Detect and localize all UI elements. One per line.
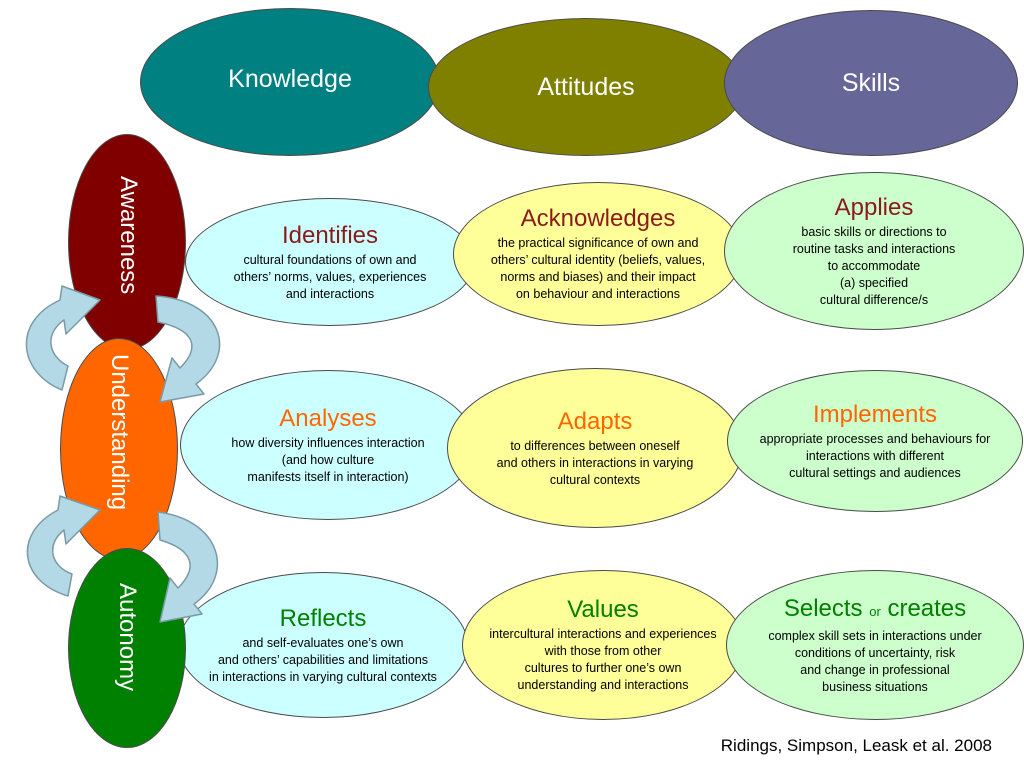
header-attitudes: Attitudes (428, 18, 744, 156)
creates-word: creates (887, 594, 967, 622)
cell-identifies-title: Identifies (281, 221, 379, 249)
arrow-down-understanding (155, 295, 221, 403)
cell-values: Values intercultural interactions and ex… (462, 570, 744, 720)
cell-selects-or-creates-title: Selects or creates (784, 595, 966, 626)
header-knowledge: Knowledge (140, 8, 440, 156)
cell-values-title: Values (567, 596, 639, 623)
arrow-down-autonomy (157, 511, 219, 623)
citation: Ridings, Simpson, Leask et al. 2008 (720, 736, 992, 755)
cell-identifies: Identifies cultural foundations of own a… (185, 198, 475, 326)
cell-selects-or-creates-desc: complex skill sets in interactions under… (768, 628, 982, 694)
selects-word: Selects (783, 594, 863, 622)
cell-reflects-desc: and self-evaluates one’s own and others’… (209, 635, 437, 684)
header-attitudes-label: Attitudes (537, 72, 635, 101)
header-skills: Skills (724, 10, 1018, 156)
cell-reflects: Reflects and self-evaluates one’s own an… (178, 572, 468, 718)
level-understanding-label: Understanding (106, 354, 133, 511)
cell-implements-title: Implements (812, 400, 938, 428)
cell-identifies-desc: cultural foundations of own and others’ … (233, 252, 427, 301)
level-autonomy (68, 548, 186, 748)
cell-applies-title: Applies (834, 193, 914, 221)
cell-acknowledges: Acknowledges the practical significance … (453, 182, 743, 326)
cell-selects-or-creates: Selects or creates complex skill sets in… (726, 570, 1024, 720)
arrow-up-awareness (25, 285, 101, 391)
header-skills-label: Skills (841, 68, 901, 97)
cell-adapts-title: Adapts (557, 407, 633, 435)
cell-values-desc: intercultural interactions and experienc… (489, 627, 717, 692)
cell-implements: Implements appropriate processes and beh… (727, 370, 1023, 512)
arrow-up-understanding (26, 495, 101, 597)
level-awareness-label: Awareness (115, 176, 142, 295)
cell-applies: Applies basic skills or directions to ro… (724, 172, 1024, 330)
cell-implements-desc: appropriate processes and behaviours for… (759, 431, 991, 480)
header-knowledge-label: Knowledge (228, 64, 352, 93)
level-awareness (68, 134, 186, 350)
cell-applies-desc: basic skills or directions to routine ta… (792, 224, 956, 307)
cell-analyses-title: Analyses (279, 404, 377, 432)
cell-reflects-title: Reflects (279, 604, 367, 632)
cell-analyses-desc: how diversity influences interaction (an… (231, 435, 425, 484)
cell-acknowledges-desc: the practical significance of own and ot… (490, 236, 706, 301)
cell-adapts-desc: to differences between oneself and other… (496, 438, 694, 487)
or-word: or (869, 603, 881, 619)
level-autonomy-label: Autonomy (114, 583, 141, 692)
cell-acknowledges-title: Acknowledges (520, 205, 676, 232)
